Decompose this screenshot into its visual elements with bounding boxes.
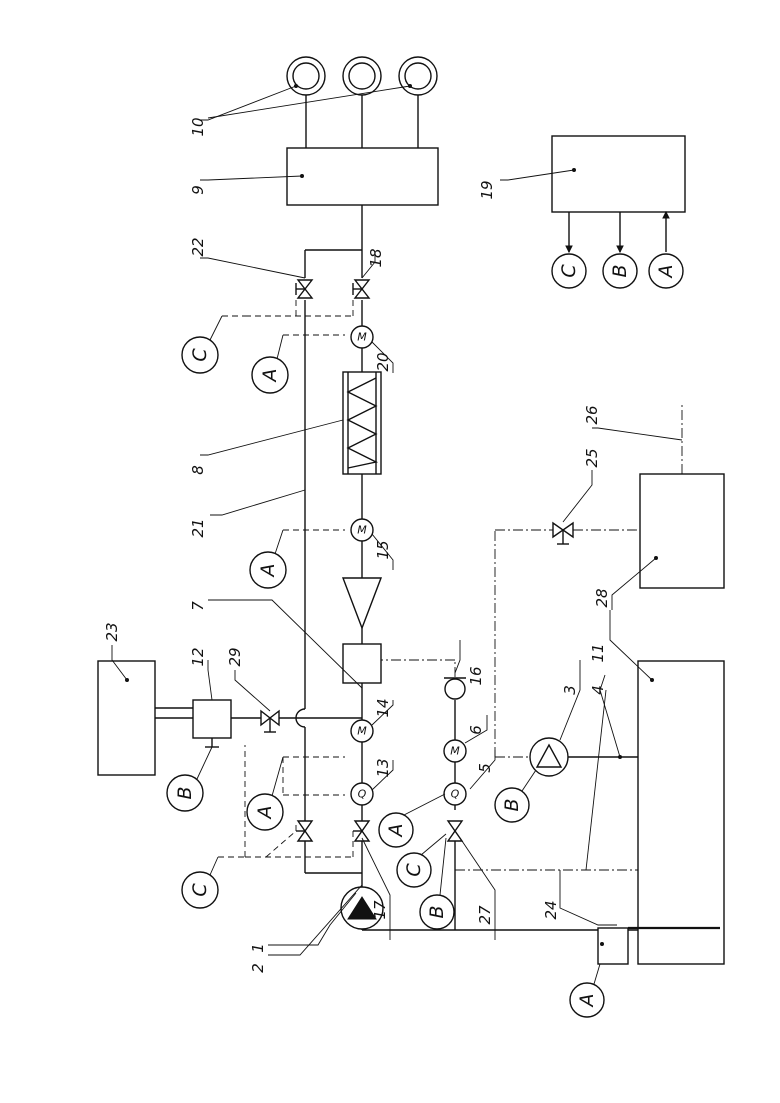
signal-a-manometer-20: A — [252, 335, 288, 393]
svg-text:B: B — [501, 798, 523, 811]
label-7: 7 — [189, 601, 207, 611]
signal-a-manometer-15: A — [250, 530, 286, 588]
svg-text:C: C — [189, 883, 211, 897]
flowmeter-5-symbol: Q — [451, 788, 460, 801]
label-25: 25 — [583, 448, 601, 467]
signal-c-lower-left: C — [182, 857, 218, 908]
valve-bypass-lower — [296, 821, 312, 841]
svg-text:B: B — [426, 905, 448, 918]
bypass-line — [296, 250, 362, 873]
valve-29 — [261, 711, 279, 732]
controller-19 — [552, 136, 685, 252]
terminal-10-middle — [343, 57, 381, 95]
label-15: 15 — [374, 540, 392, 559]
label-16: 16 — [467, 666, 485, 685]
signal-c-upper: C — [182, 316, 222, 373]
manometer-20-symbol: M — [357, 331, 367, 344]
label-14: 14 — [374, 698, 392, 717]
label-1: 1 — [249, 943, 267, 953]
manometer-6: M — [444, 740, 466, 762]
valve-25 — [553, 523, 573, 544]
label-13: 13 — [374, 758, 392, 777]
svg-text:C: C — [189, 348, 211, 362]
label-10: 10 — [189, 117, 207, 136]
signal-a-flowmeter-13: A — [247, 757, 283, 830]
unit-12 — [155, 700, 231, 747]
label-18: 18 — [367, 248, 385, 267]
pump-3 — [530, 738, 640, 776]
flowmeter-5: Q — [444, 783, 466, 805]
terminal-10-left — [287, 57, 325, 95]
valve-27 — [448, 821, 462, 841]
label-27: 27 — [476, 905, 494, 925]
svg-text:C: C — [558, 264, 580, 278]
manometer-20: M — [351, 326, 373, 348]
label-21: 21 — [189, 518, 207, 537]
signal-b-controller: B — [603, 254, 637, 288]
label-17: 17 — [371, 900, 389, 920]
label-19: 19 — [478, 180, 496, 199]
label-29: 29 — [226, 647, 244, 666]
signal-a-flowmeter-5: A — [379, 794, 445, 847]
check-valve-16 — [444, 678, 466, 699]
svg-text:C: C — [403, 863, 425, 877]
valve-18 — [353, 280, 369, 298]
signal-b-unit-12: B — [167, 747, 212, 811]
unit-28 — [640, 474, 724, 588]
svg-text:A: A — [259, 369, 281, 384]
manometer-6-symbol: M — [450, 745, 460, 758]
label-22: 22 — [189, 237, 207, 256]
label-6: 6 — [467, 725, 485, 735]
svg-text:A: A — [655, 265, 677, 280]
signal-a-controller: A — [649, 254, 683, 288]
signal-b-pump-3: B — [495, 770, 536, 822]
heater-8 — [343, 372, 381, 474]
label-5: 5 — [476, 763, 494, 773]
label-11: 11 — [589, 643, 607, 662]
reference-numbers: 1 2 3 4 5 6 7 8 9 10 11 12 13 14 15 16 1… — [103, 117, 611, 972]
mixer-7 — [343, 644, 381, 683]
svg-text:A: A — [385, 824, 407, 839]
svg-text:B: B — [609, 264, 631, 277]
svg-text:B: B — [174, 786, 196, 799]
signal-c-controller: C — [552, 254, 586, 288]
valve-17 — [353, 821, 369, 841]
signal-circles: C B A A A C A — [167, 254, 683, 1017]
label-23: 23 — [103, 622, 121, 641]
terminal-10-right — [399, 57, 437, 95]
svg-text:A: A — [254, 806, 276, 821]
svg-text:A: A — [576, 994, 598, 1009]
manometer-15: M — [351, 519, 373, 541]
svg-text:A: A — [257, 564, 279, 579]
distributor-9 — [287, 95, 438, 205]
label-3: 3 — [561, 685, 579, 695]
label-20: 20 — [374, 352, 392, 371]
unit-23 — [98, 661, 155, 775]
label-2: 2 — [249, 963, 267, 973]
flowmeter-13-symbol: Q — [358, 788, 367, 801]
label-4: 4 — [589, 685, 607, 695]
valve-22 — [296, 280, 312, 298]
label-8: 8 — [189, 465, 207, 475]
signal-a-sensor-24: A — [570, 964, 604, 1017]
manometer-14: M — [351, 720, 373, 742]
label-24: 24 — [542, 900, 560, 919]
label-28: 28 — [593, 588, 611, 607]
nozzle — [343, 578, 381, 628]
label-9: 9 — [189, 185, 207, 195]
manometer-15-symbol: M — [357, 524, 367, 537]
flowmeter-13: Q — [351, 783, 373, 805]
manometer-14-symbol: M — [357, 725, 367, 738]
label-12: 12 — [189, 647, 207, 666]
label-26: 26 — [583, 405, 601, 424]
